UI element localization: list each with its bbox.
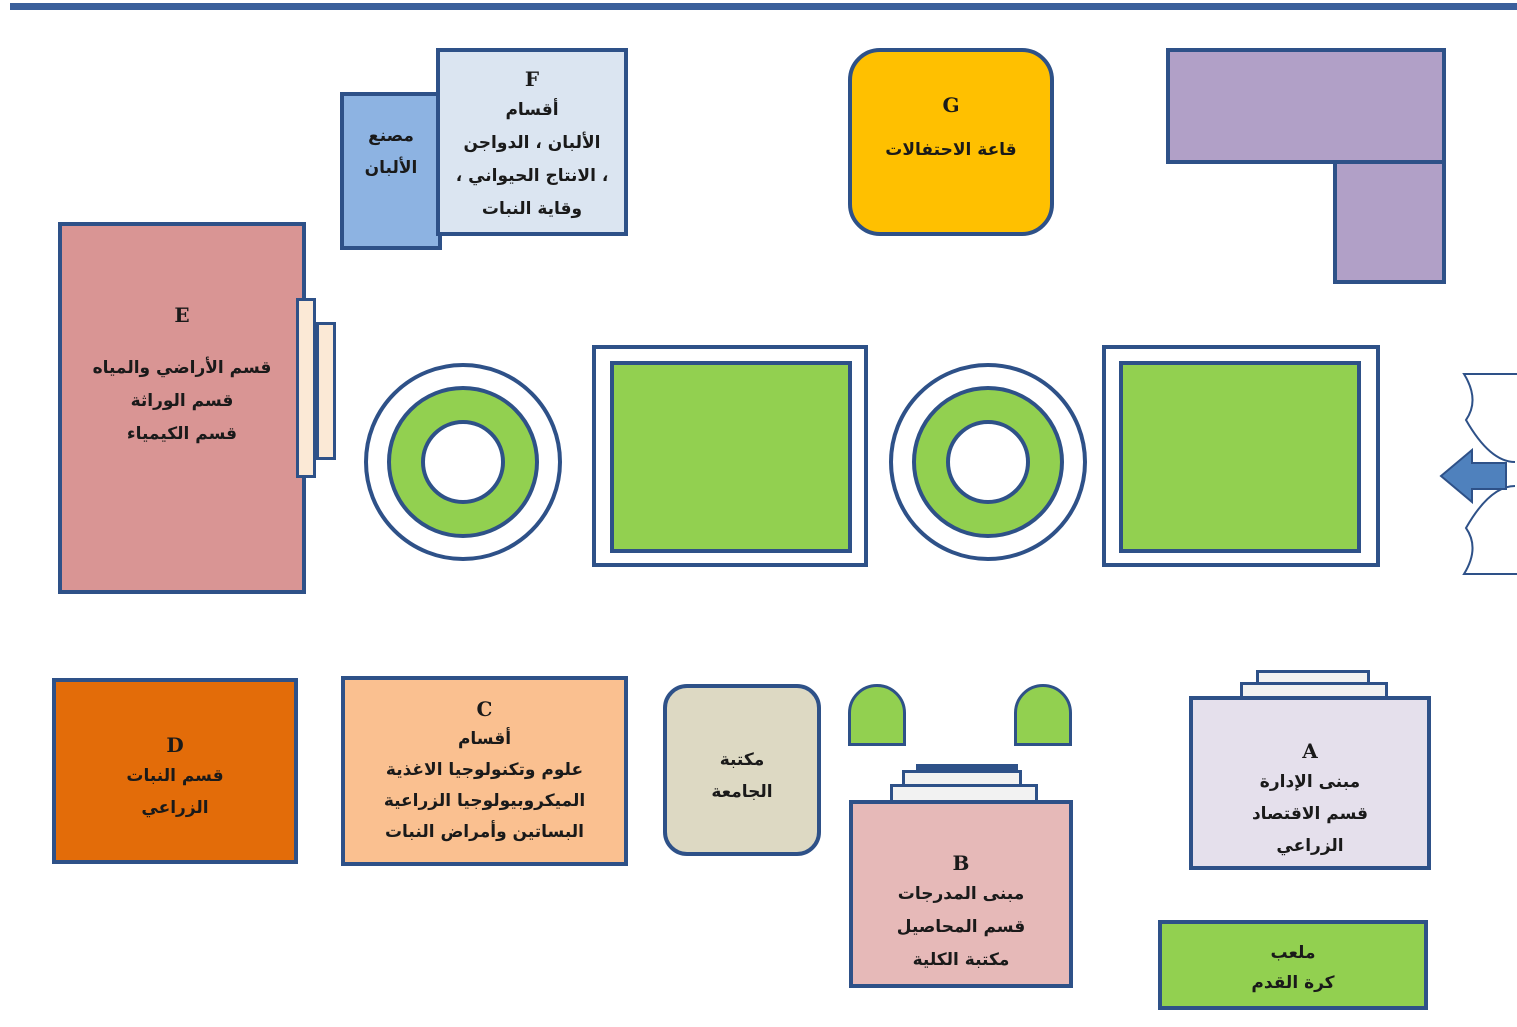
building-e-line-2: قسم الوراثة (130, 391, 234, 411)
building-a[interactable]: A مبنى الإدارة قسم الاقتصاد الزراعي (1189, 696, 1431, 870)
university-library-line-2: الجامعة (711, 782, 773, 802)
building-g-label: G قاعة الاحتفالات (852, 90, 1050, 180)
building-f-letter: F (524, 67, 540, 91)
green-arch-left (848, 684, 906, 746)
arrow-left-icon (1439, 447, 1507, 505)
university-library-line-1: مكتبة (719, 750, 765, 770)
building-a-line-1: مبنى الإدارة (1259, 772, 1361, 792)
building-d-line-2: الزراعي (141, 798, 209, 818)
building-a-letter: A (1302, 739, 1318, 763)
building-e-line-3: قسم الكيمياء (126, 424, 238, 444)
garden-square-west (592, 345, 868, 567)
university-library[interactable]: مكتبة الجامعة (663, 684, 821, 856)
roundabout-east (889, 363, 1087, 561)
building-g-letter: G (942, 93, 960, 117)
building-d-letter: D (166, 733, 184, 757)
l-shaped-building-wing[interactable] (1333, 160, 1446, 284)
building-e-letter: E (174, 303, 190, 327)
dairy-factory-building[interactable]: مصنع الألبان (340, 92, 442, 250)
building-a-line-3: الزراعي (1276, 836, 1344, 856)
building-d[interactable]: D قسم النبات الزراعي (52, 678, 298, 864)
roundabout-west (364, 363, 562, 561)
building-f-line-3: ، الانتاج الحيواني ، (455, 166, 609, 186)
building-c-line-3: الميكروبيولوجيا الزراعية (383, 791, 586, 811)
top-border-line (10, 3, 1517, 10)
building-f-line-1: أقسام (505, 100, 559, 120)
building-b-line-3: مكتبة الكلية (912, 950, 1010, 970)
building-e-entrance-step-1 (296, 298, 316, 478)
building-f[interactable]: F أقسام الألبان ، الدواجن ، الانتاج الحي… (436, 48, 628, 236)
building-b-label: B مبنى المدرجات قسم المحاصيل مكتبة الكلي… (853, 848, 1069, 977)
building-e-label: E قسم الأراضي والمياه قسم الوراثة قسم ال… (62, 300, 302, 451)
l-shaped-building-top[interactable] (1166, 48, 1446, 164)
building-a-label: A مبنى الإدارة قسم الاقتصاد الزراعي (1193, 736, 1427, 862)
building-c-letter: C (476, 697, 493, 721)
building-c-line-2: علوم وتكنولوجيا الاغذية (385, 760, 584, 780)
garden-square-east (1102, 345, 1380, 567)
building-c-label: C أقسام علوم وتكنولوجيا الاغذية الميكروب… (345, 694, 624, 848)
building-a-line-2: قسم الاقتصاد (1251, 804, 1369, 824)
dairy-factory-line-1: مصنع (368, 126, 414, 146)
building-e-entrance-step-2 (316, 322, 336, 460)
building-f-label: F أقسام الألبان ، الدواجن ، الانتاج الحي… (440, 64, 624, 226)
dairy-factory-line-2: الألبان (364, 158, 418, 178)
dairy-factory-label: مصنع الألبان (344, 120, 438, 184)
building-c-line-1: أقسام (457, 729, 512, 749)
building-e-line-1: قسم الأراضي والمياه (92, 358, 272, 378)
building-c-line-4: البساتين وأمراض النبات (384, 822, 585, 842)
building-f-line-2: الألبان ، الدواجن (463, 133, 601, 153)
football-field-line-1: ملعب (1270, 943, 1316, 963)
building-d-label: D قسم النبات الزراعي (56, 730, 294, 824)
building-d-line-1: قسم النبات (126, 766, 224, 786)
football-field-line-2: كرة القدم (1251, 973, 1335, 993)
building-e[interactable]: E قسم الأراضي والمياه قسم الوراثة قسم ال… (58, 222, 306, 594)
building-g-celebration-hall[interactable]: G قاعة الاحتفالات (848, 48, 1054, 236)
building-b-line-2: قسم المحاصيل (896, 917, 1026, 937)
building-b-line-1: مبنى المدرجات (897, 884, 1025, 904)
football-field[interactable]: ملعب كرة القدم (1158, 920, 1428, 1010)
building-b[interactable]: B مبنى المدرجات قسم المحاصيل مكتبة الكلي… (849, 800, 1073, 988)
football-field-label: ملعب كرة القدم (1162, 938, 1424, 998)
building-f-line-4: وقاية النبات (481, 199, 583, 219)
building-c[interactable]: C أقسام علوم وتكنولوجيا الاغذية الميكروب… (341, 676, 628, 866)
green-arch-right (1014, 684, 1072, 746)
building-b-letter: B (952, 851, 970, 875)
building-g-line-1: قاعة الاحتفالات (885, 140, 1017, 160)
university-library-label: مكتبة الجامعة (667, 744, 817, 808)
